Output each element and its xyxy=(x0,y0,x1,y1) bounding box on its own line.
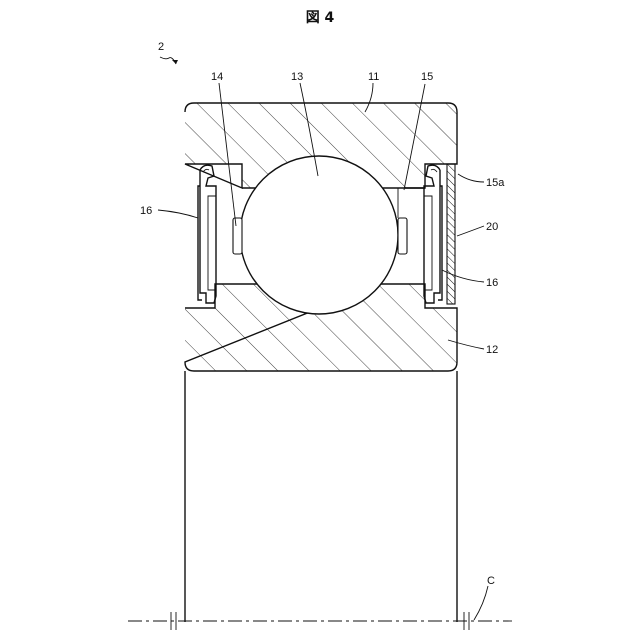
label-center-axis: C xyxy=(487,575,495,587)
label-rolling-ball: 13 xyxy=(291,71,303,83)
rolling-ball xyxy=(240,156,398,314)
sensor-member xyxy=(447,164,455,304)
figure-title: 図 4 xyxy=(306,10,335,26)
cage-right xyxy=(398,188,407,254)
label-inner-ring: 12 xyxy=(486,344,498,356)
label-seal-left: 16 xyxy=(140,205,152,217)
label-cage-left: 14 xyxy=(211,71,223,83)
assembly-ref-label: 2 xyxy=(158,41,164,53)
assembly-ref-arrowhead xyxy=(172,60,178,64)
cage-left xyxy=(233,218,242,254)
seal-left xyxy=(198,165,216,303)
seal-right xyxy=(424,165,442,303)
housing-outline xyxy=(185,371,457,622)
label-outer-ring: 11 xyxy=(368,71,379,83)
label-seal-right: 16 xyxy=(486,277,498,289)
label-sensor-member: 20 xyxy=(486,221,498,233)
label-cage-right: 15 xyxy=(421,71,433,83)
label-cage-right-sub: 15a xyxy=(486,177,505,189)
